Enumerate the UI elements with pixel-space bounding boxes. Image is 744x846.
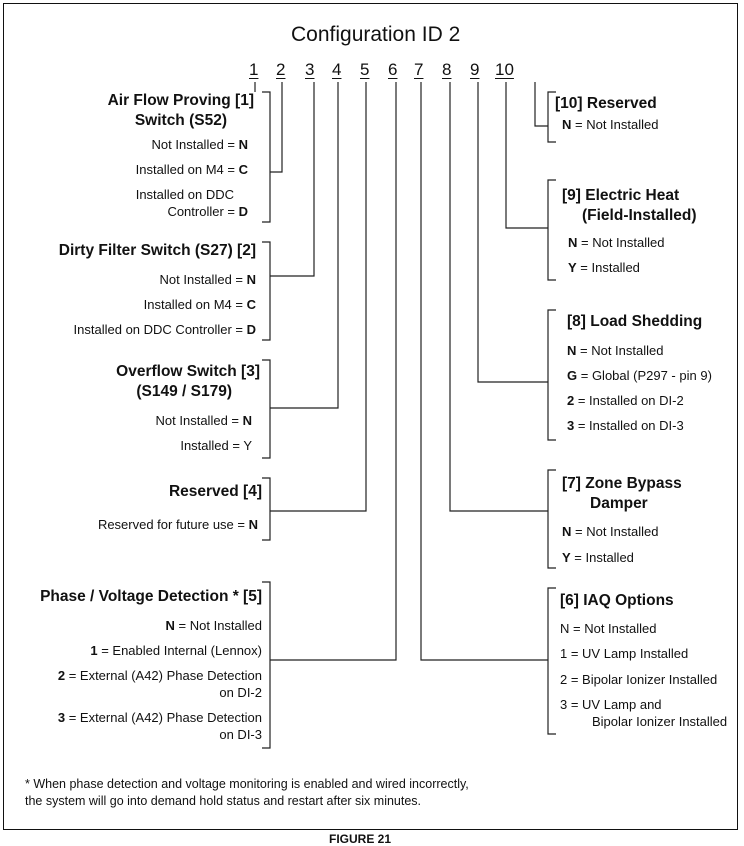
connector-2 — [270, 82, 283, 173]
position-digit-5: 5 — [360, 60, 370, 79]
s149-option-installed: Installed = Y — [180, 438, 252, 453]
s52-heading-line1: Air Flow Proving [1] — [107, 92, 254, 109]
reserved10-heading: [10] Reserved — [555, 95, 657, 112]
bracket-s149 — [262, 359, 271, 459]
connector-6 — [270, 82, 397, 661]
s52-option-m4: Installed on M4 = C — [135, 162, 248, 177]
connector-3 — [270, 82, 315, 277]
load-option-g: G = Global (P297 - pin 9) — [567, 368, 712, 383]
bracket-phase — [262, 581, 271, 749]
s52-heading-line2: Switch (S52) — [134, 112, 227, 129]
s27-option-not-installed: Not Installed = N — [159, 272, 256, 287]
s52-option-ddc-line2: Controller = D — [167, 204, 248, 219]
load-option-n: N = Not Installed — [567, 343, 664, 358]
s149-heading-line2: (S149 / S179) — [136, 383, 232, 400]
zone-heading-line1: [7] Zone Bypass — [562, 475, 682, 492]
phase-option-3-line2: on DI-3 — [219, 727, 262, 742]
position-digit-7: 7 — [414, 60, 424, 79]
bracket-reserved4 — [262, 477, 271, 541]
load-option-3: 3 = Installed on DI-3 — [567, 418, 684, 433]
load-heading: [8] Load Shedding — [567, 313, 703, 330]
reserved4-heading: Reserved [4] — [168, 483, 262, 500]
heat-option-n: N = Not Installed — [568, 235, 665, 250]
zone-heading-line2: Damper — [590, 495, 648, 512]
diagram-title: Configuration ID 2 — [291, 23, 461, 46]
zone-option-n: N = Not Installed — [562, 524, 659, 539]
bracket-reserved10 — [547, 91, 556, 143]
phase-option-2-line2: on DI-2 — [219, 685, 262, 700]
s27-option-ddc: Installed on DDC Controller = D — [73, 322, 256, 337]
connector-10b — [534, 82, 548, 127]
position-digit-2: 2 — [276, 60, 286, 79]
connector-9 — [477, 82, 548, 383]
iaq-option-3-line1: 3 = UV Lamp and — [560, 697, 662, 712]
s149-heading-line1: Overflow Switch [3] — [116, 363, 260, 380]
figure-caption: FIGURE 21 — [329, 832, 392, 846]
position-digit-4: 4 — [332, 60, 342, 79]
phase-heading: Phase / Voltage Detection * [5] — [40, 588, 262, 605]
connector-10 — [505, 82, 548, 229]
bracket-iaq — [547, 587, 556, 735]
position-digit-8: 8 — [442, 60, 452, 79]
position-digit-3: 3 — [305, 60, 315, 79]
s149-option-not-installed: Not Installed = N — [155, 413, 252, 428]
position-digit-10: 10 — [495, 60, 514, 79]
s52-option-ddc-line1: Installed on DDC — [135, 187, 234, 202]
heat-heading-line2: (Field-Installed) — [582, 207, 697, 224]
phase-option-2-line1: 2 = External (A42) Phase Detection — [57, 668, 262, 683]
iaq-option-2: 2 = Bipolar Ionizer Installed — [560, 672, 718, 687]
iaq-option-1: 1 = UV Lamp Installed — [560, 646, 689, 661]
phase-option-1: 1 = Enabled Internal (Lennox) — [90, 643, 262, 658]
connector-7 — [420, 82, 548, 661]
bracket-zone — [547, 469, 556, 569]
reserved4-option: Reserved for future use = N — [97, 517, 258, 532]
reserved10-option: N = Not Installed — [562, 117, 659, 132]
zone-option-y: Y = Installed — [562, 550, 634, 565]
s27-heading: Dirty Filter Switch (S27) [2] — [58, 242, 256, 259]
bracket-heat — [547, 179, 556, 281]
iaq-option-n: N = Not Installed — [560, 621, 657, 636]
phase-option-n: N = Not Installed — [165, 618, 262, 633]
position-digit-6: 6 — [388, 60, 398, 79]
bracket-load — [547, 309, 556, 441]
bracket-s52 — [262, 91, 271, 223]
connector-4 — [270, 82, 339, 409]
footnote-line2: the system will go into demand hold stat… — [25, 794, 422, 808]
load-option-2: 2 = Installed on DI-2 — [567, 393, 684, 408]
heat-heading-line1: [9] Electric Heat — [562, 187, 680, 204]
s52-option-not-installed: Not Installed = N — [151, 137, 248, 152]
position-digit-1: 1 — [249, 60, 259, 79]
position-digit-9: 9 — [470, 60, 480, 79]
footnote-line1: * When phase detection and voltage monit… — [25, 777, 469, 791]
iaq-option-3-line2: Bipolar Ionizer Installed — [592, 714, 728, 729]
s27-option-m4: Installed on M4 = C — [143, 297, 256, 312]
connector-8 — [449, 82, 548, 512]
bracket-s27 — [262, 241, 271, 341]
diagram-frame — [3, 3, 738, 830]
connector-5 — [270, 82, 367, 512]
iaq-heading: [6] IAQ Options — [560, 592, 674, 609]
phase-option-3-line1: 3 = External (A42) Phase Detection — [57, 710, 262, 725]
heat-option-y: Y = Installed — [568, 260, 640, 275]
